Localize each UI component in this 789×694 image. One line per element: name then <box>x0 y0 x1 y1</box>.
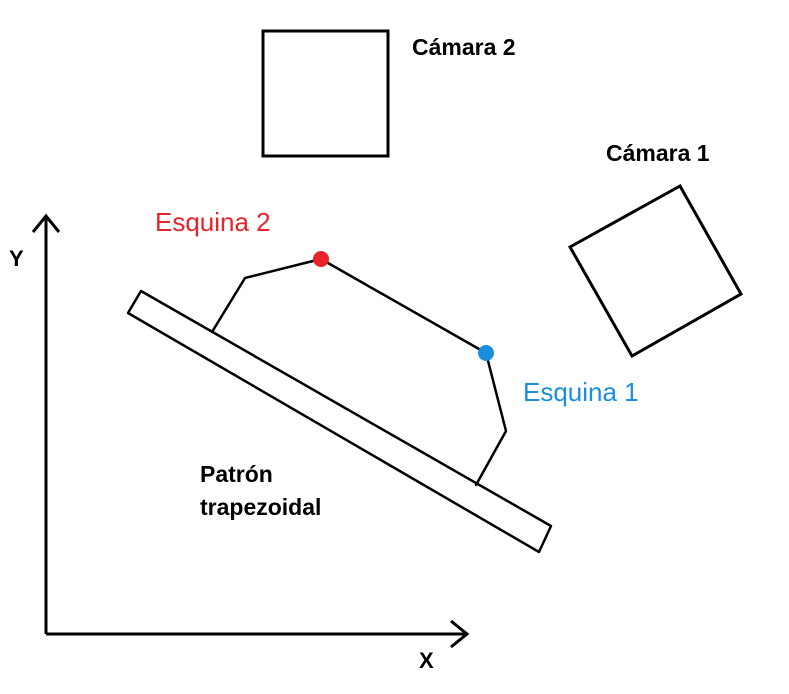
pattern-label-line-1: Patrón <box>200 461 273 487</box>
pattern-base-strip <box>126 289 553 554</box>
camera-2-label: Cámara 2 <box>412 34 516 60</box>
camera-2-box <box>261 29 390 158</box>
camera-1-box <box>567 183 744 359</box>
corner-2-label: Esquina 2 <box>155 207 271 237</box>
x-axis-label: X <box>419 648 434 673</box>
y-axis <box>31 213 61 634</box>
y-axis-label: Y <box>9 246 24 271</box>
pattern-label-line-2: trapezoidal <box>200 494 321 520</box>
corner-1-marker <box>478 345 494 361</box>
corner-1-label: Esquina 1 <box>523 377 639 407</box>
x-axis <box>46 619 470 649</box>
pattern-upper-profile <box>210 257 508 487</box>
corner-2-marker <box>313 251 329 267</box>
camera-1-label: Cámara 1 <box>606 140 710 166</box>
